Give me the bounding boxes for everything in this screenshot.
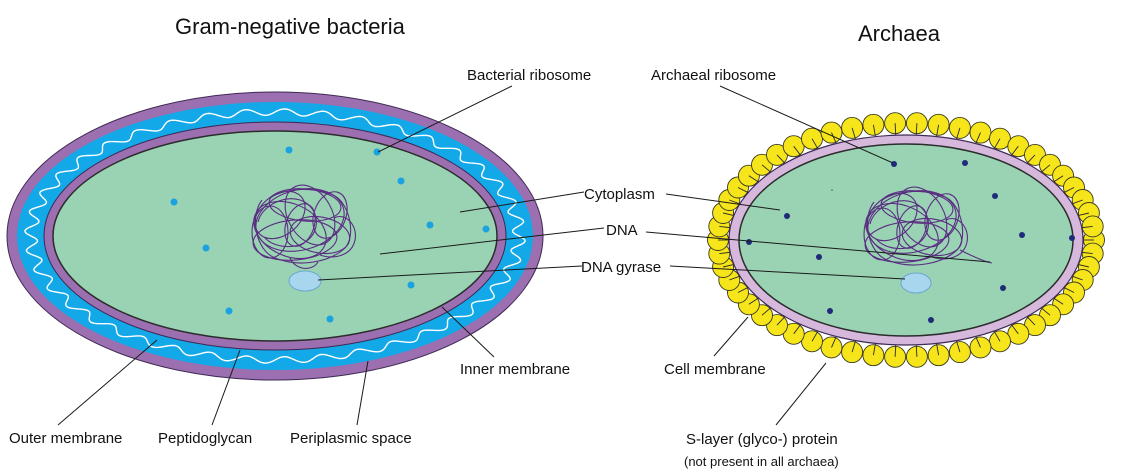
label-cell-membrane: Cell membrane bbox=[664, 361, 766, 378]
cytoplasm-speck bbox=[831, 189, 833, 191]
archaeal-ribosome bbox=[1069, 235, 1075, 241]
title-archaea: Archaea bbox=[858, 21, 941, 46]
label-dna: DNA bbox=[606, 222, 638, 239]
archaeal-ribosome bbox=[992, 193, 998, 199]
archaeal-ribosome bbox=[928, 317, 934, 323]
s-layer-protein bbox=[842, 117, 863, 138]
bacterial-ribosome bbox=[171, 199, 178, 206]
label-s-layer: S-layer (glyco-) protein bbox=[686, 431, 838, 448]
dna-gyrase-archaea bbox=[901, 273, 931, 293]
label-periplasmic-space: Periplasmic space bbox=[290, 430, 412, 447]
label-outer-membrane: Outer membrane bbox=[9, 430, 122, 447]
label-dna-gyrase: DNA gyrase bbox=[581, 259, 661, 276]
archaeon-cell bbox=[708, 113, 1105, 368]
archaeal-ribosome bbox=[962, 160, 968, 166]
cytoplasm-bacteria bbox=[53, 131, 497, 341]
label-inner-membrane: Inner membrane bbox=[460, 361, 570, 378]
bacterial-ribosome bbox=[327, 316, 334, 323]
archaeal-ribosome bbox=[891, 161, 897, 167]
bacterium-cell bbox=[7, 92, 543, 380]
bacterial-ribosome bbox=[483, 226, 490, 233]
cytoplasm-archaea bbox=[739, 144, 1073, 336]
archaeal-ribosome bbox=[827, 308, 833, 314]
bacterial-ribosome bbox=[398, 178, 405, 185]
bacterial-ribosome bbox=[408, 282, 415, 289]
leader-s-layer bbox=[776, 363, 826, 425]
bacterial-ribosome bbox=[374, 149, 381, 156]
label-bacterial-ribosome: Bacterial ribosome bbox=[467, 67, 591, 84]
bacterial-ribosome bbox=[203, 245, 210, 252]
archaeal-ribosome bbox=[784, 213, 790, 219]
leader-outer-membrane bbox=[58, 340, 157, 425]
archaeal-ribosome bbox=[1019, 232, 1025, 238]
archaeal-ribosome bbox=[816, 254, 822, 260]
title-gram-negative: Gram-negative bacteria bbox=[175, 14, 406, 39]
s-layer-protein bbox=[1008, 323, 1029, 344]
archaeal-ribosome bbox=[1000, 285, 1006, 291]
archaeal-ribosome bbox=[746, 239, 752, 245]
label-cytoplasm: Cytoplasm bbox=[584, 186, 655, 203]
label-archaeal-ribosome: Archaeal ribosome bbox=[651, 67, 776, 84]
leader-cell-membrane bbox=[714, 317, 748, 356]
dna-gyrase-bacteria bbox=[289, 271, 321, 291]
label-peptidoglycan: Peptidoglycan bbox=[158, 430, 252, 447]
bacterial-ribosome bbox=[286, 147, 293, 154]
bacterial-ribosome bbox=[427, 222, 434, 229]
bacterial-ribosome bbox=[226, 308, 233, 315]
s-layer-protein bbox=[949, 117, 970, 138]
label-s-layer-note: (not present in all archaea) bbox=[684, 454, 839, 469]
